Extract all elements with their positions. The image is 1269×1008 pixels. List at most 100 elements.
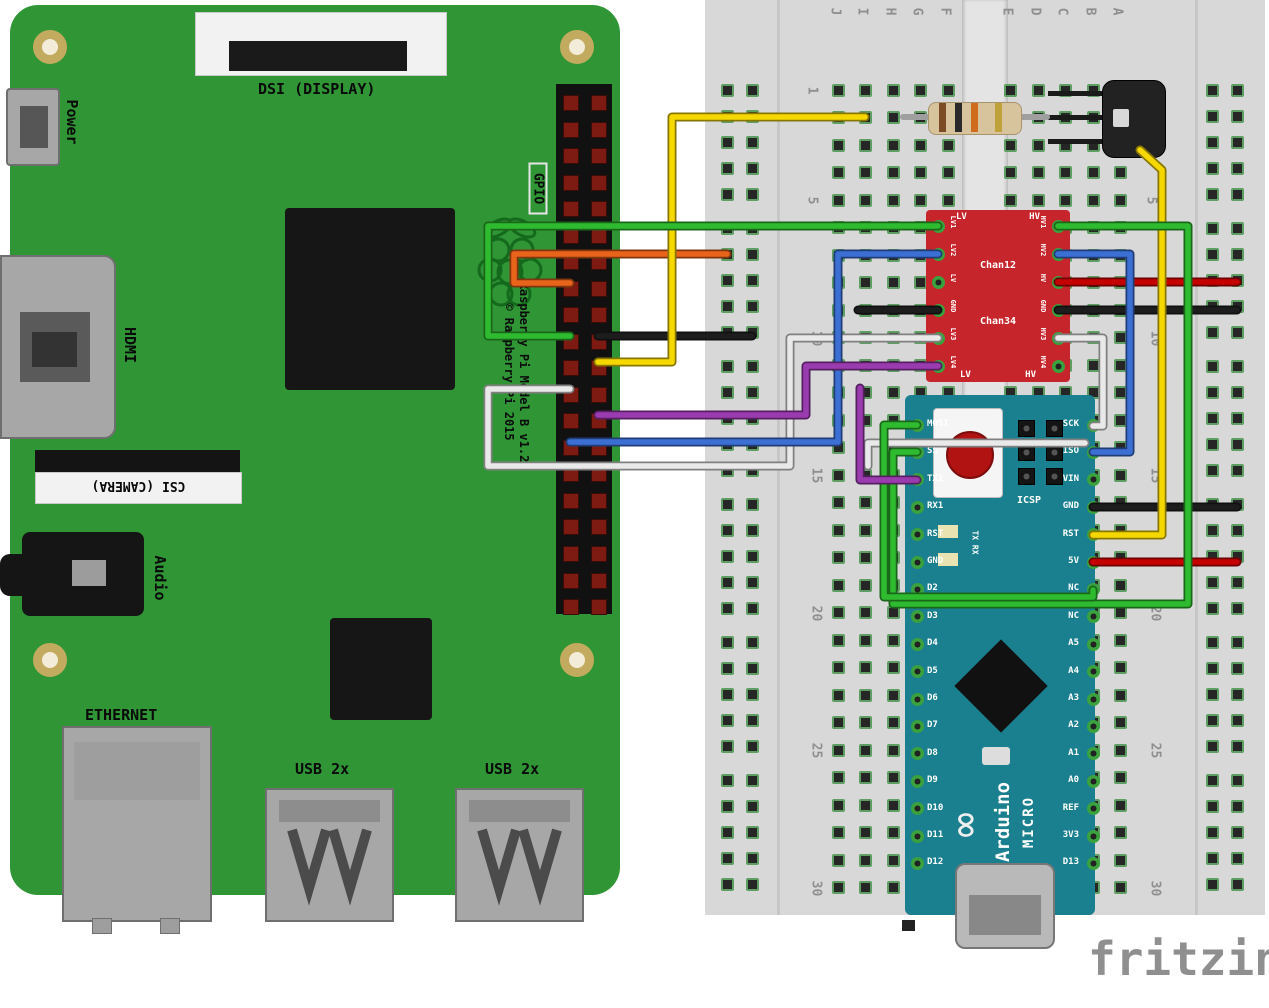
breadboard-hole[interactable] xyxy=(858,798,872,812)
breadboard-hole[interactable] xyxy=(858,138,872,152)
gpio-pin[interactable] xyxy=(591,201,607,218)
breadboard-power-rail-hole[interactable] xyxy=(745,661,759,675)
breadboard-power-rail-hole[interactable] xyxy=(1230,825,1244,839)
breadboard-hole[interactable] xyxy=(886,386,900,399)
wire-green-mosi-loop[interactable] xyxy=(881,422,1096,600)
breadboard-hole[interactable] xyxy=(831,138,845,152)
breadboard-hole[interactable] xyxy=(1113,881,1127,894)
breadboard-power-rail-hole[interactable] xyxy=(1205,825,1219,839)
breadboard-power-rail-hole[interactable] xyxy=(1230,135,1244,149)
breadboard-hole[interactable] xyxy=(831,716,845,729)
breadboard-power-rail-hole[interactable] xyxy=(720,161,734,175)
gpio-pin[interactable] xyxy=(591,95,607,111)
breadboard-power-rail-hole[interactable] xyxy=(745,739,759,753)
breadboard-hole[interactable] xyxy=(1113,633,1127,647)
breadboard-hole[interactable] xyxy=(831,578,845,592)
breadboard-hole[interactable] xyxy=(886,716,900,729)
resistor[interactable] xyxy=(900,100,1050,136)
gpio-pin[interactable] xyxy=(591,307,607,324)
breadboard-power-rail-hole[interactable] xyxy=(1205,601,1219,615)
breadboard-hole[interactable] xyxy=(831,496,845,509)
breadboard-power-rail-hole[interactable] xyxy=(745,497,759,511)
breadboard-hole[interactable] xyxy=(1031,166,1045,179)
arduino-pad-d4[interactable] xyxy=(910,637,924,651)
breadboard-power-rail-hole[interactable] xyxy=(720,739,734,753)
usb-port-2[interactable] xyxy=(455,788,584,922)
breadboard-hole[interactable] xyxy=(1031,83,1045,97)
breadboard-hole[interactable] xyxy=(831,166,845,179)
breadboard-hole[interactable] xyxy=(886,633,900,647)
breadboard-power-rail-hole[interactable] xyxy=(1230,661,1244,675)
arduino-pad-a3[interactable] xyxy=(1086,692,1100,706)
gpio-pin[interactable] xyxy=(563,519,579,536)
breadboard-power-rail-hole[interactable] xyxy=(745,799,759,813)
breadboard-power-rail-hole[interactable] xyxy=(745,549,759,563)
breadboard-hole[interactable] xyxy=(1113,193,1127,207)
breadboard-hole[interactable] xyxy=(913,193,927,207)
breadboard-hole[interactable] xyxy=(886,853,900,867)
breadboard-power-rail-hole[interactable] xyxy=(720,83,734,97)
wire-purple-breadboard-to-tx1[interactable] xyxy=(857,385,920,483)
breadboard-hole[interactable] xyxy=(858,716,872,729)
arduino-pad-d9[interactable] xyxy=(910,774,924,788)
breadboard-power-rail-hole[interactable] xyxy=(745,83,759,97)
breadboard-hole[interactable] xyxy=(913,83,927,97)
breadboard-hole[interactable] xyxy=(886,688,900,702)
breadboard-power-rail-hole[interactable] xyxy=(1230,877,1244,891)
wire-white-gpio-to-lc-lv3[interactable] xyxy=(485,335,941,469)
breadboard-power-rail-hole[interactable] xyxy=(1230,773,1244,787)
arduino-pad-rx1[interactable] xyxy=(910,500,924,514)
breadboard-power-rail-hole[interactable] xyxy=(1205,799,1219,813)
wire-white-lc-hv3-to-sck[interactable] xyxy=(1055,335,1106,429)
breadboard-power-rail-hole[interactable] xyxy=(1205,523,1219,537)
breadboard-hole[interactable] xyxy=(858,661,872,674)
breadboard-power-rail-hole[interactable] xyxy=(1230,463,1244,477)
arduino-pad-ref[interactable] xyxy=(1086,802,1100,816)
breadboard-hole[interactable] xyxy=(886,826,900,839)
icsp-pin[interactable] xyxy=(1046,468,1063,485)
breadboard-hole[interactable] xyxy=(1113,743,1127,757)
breadboard-power-rail-hole[interactable] xyxy=(1205,221,1219,235)
breadboard-hole[interactable] xyxy=(1003,83,1017,97)
wire-purple-gpio-to-lc-lv4-outline[interactable] xyxy=(593,361,943,420)
arduino-pad-d3[interactable] xyxy=(910,610,924,624)
breadboard-power-rail-hole[interactable] xyxy=(745,385,759,399)
breadboard-hole[interactable] xyxy=(858,276,872,289)
breadboard-hole[interactable] xyxy=(1113,716,1127,729)
breadboard-power-rail-hole[interactable] xyxy=(720,773,734,787)
breadboard-power-rail-hole[interactable] xyxy=(1230,325,1244,339)
breadboard-hole[interactable] xyxy=(1113,468,1127,482)
audio-jack[interactable] xyxy=(22,532,144,616)
breadboard-hole[interactable] xyxy=(858,578,872,592)
breadboard-power-rail-hole[interactable] xyxy=(1205,877,1219,891)
breadboard-power-rail-hole[interactable] xyxy=(1230,411,1244,425)
breadboard-hole[interactable] xyxy=(1058,193,1072,207)
breadboard-hole[interactable] xyxy=(886,881,900,894)
breadboard-power-rail-hole[interactable] xyxy=(720,661,734,675)
breadboard-hole[interactable] xyxy=(1113,578,1127,592)
arduino-pad-d13[interactable] xyxy=(1086,856,1100,870)
breadboard-hole[interactable] xyxy=(1086,193,1100,207)
wire-yellow-gpio-to-breadboard[interactable] xyxy=(595,114,868,365)
breadboard-power-rail-hole[interactable] xyxy=(720,687,734,701)
breadboard-power-rail-hole[interactable] xyxy=(1230,601,1244,615)
breadboard-power-rail-hole[interactable] xyxy=(1230,687,1244,701)
breadboard-power-rail-hole[interactable] xyxy=(1230,523,1244,537)
gpio-pin[interactable] xyxy=(591,519,607,536)
breadboard-hole[interactable] xyxy=(886,276,900,289)
breadboard-hole[interactable] xyxy=(941,166,955,179)
breadboard-power-rail-hole[interactable] xyxy=(720,825,734,839)
wire-green-gpio-to-lc-lv1[interactable] xyxy=(485,223,941,339)
breadboard-hole[interactable] xyxy=(858,853,872,867)
breadboard-hole[interactable] xyxy=(886,798,900,812)
breadboard-power-rail-hole[interactable] xyxy=(1205,713,1219,727)
arduino-pad-d10[interactable] xyxy=(910,802,924,816)
wire-orange-gpio-to-left-rail-outline[interactable] xyxy=(509,249,732,288)
breadboard-hole[interactable] xyxy=(1113,771,1127,784)
wire-green-lc-hv1-to-ss[interactable] xyxy=(890,223,1191,607)
gpio-pin[interactable] xyxy=(591,148,607,165)
arduino-pad-nc[interactable] xyxy=(1086,610,1100,624)
arduino-pad-3v3[interactable] xyxy=(1086,829,1100,843)
breadboard-hole[interactable] xyxy=(858,633,872,647)
breadboard-power-rail-hole[interactable] xyxy=(1205,161,1219,175)
